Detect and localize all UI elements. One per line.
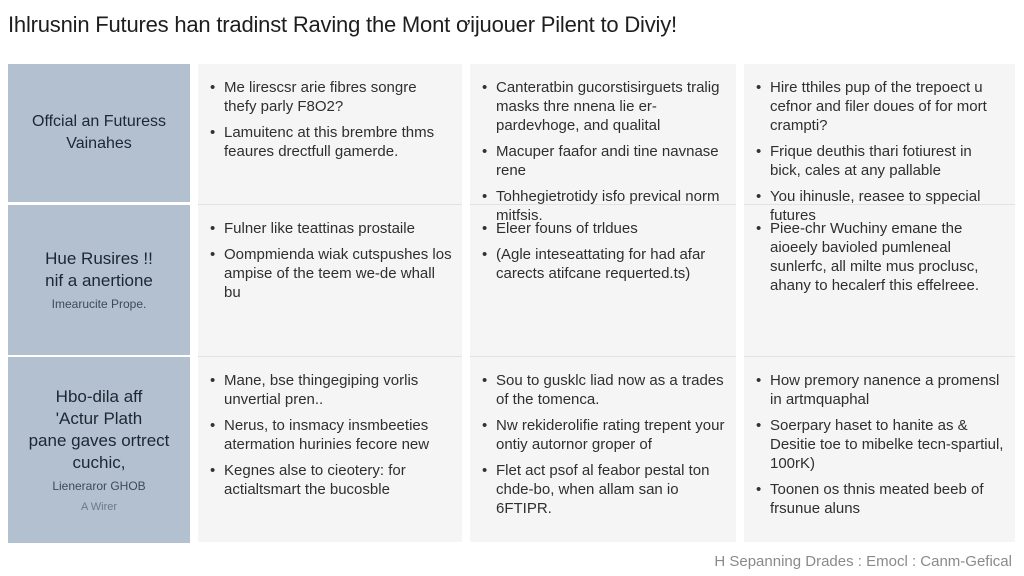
table-cell: Sou to gusklc liad now as a trades of th…	[470, 356, 736, 543]
table-cell: Fulner like teattinas prostaile Oompmien…	[198, 204, 462, 357]
list-item: Macuper faafor andi tine navnase rene	[482, 142, 726, 180]
row-header: Hbo-dila aff 'Actur Plath pane gaves ort…	[8, 356, 190, 543]
bullet-list: Fulner like teattinas prostaile Oompmien…	[198, 205, 462, 302]
row-heading-line: 'Actur Plath	[55, 409, 143, 428]
list-item: Frique deuthis thari fotiurest in bick, …	[756, 142, 1005, 180]
list-item: How premory nanence a promensl in artmqu…	[756, 371, 1005, 409]
row-heading-line: cuchic,	[72, 453, 126, 472]
list-item: Lamuitenc at this brembre thms feaures d…	[210, 123, 452, 161]
list-item: Flet act psof al feabor pestal ton chde-…	[482, 461, 726, 518]
table-cell: Mane, bse thingegiping vorlis unvertial …	[198, 356, 462, 543]
comparison-table: Offcial an Futuress Vainahes Hue Rusires…	[8, 64, 1015, 543]
row-heading-line: Hbo-dila aff	[55, 387, 143, 406]
row-caption: A Wirer	[80, 501, 118, 513]
list-item: Soerpary haset to hanite as & Desitie to…	[756, 416, 1005, 473]
list-item: Oompmienda wiak cutspushes los ampise of…	[210, 245, 452, 302]
list-item: Kegnes alse to cieotery: for actialtsmar…	[210, 461, 452, 499]
bullet-list: Mane, bse thingegiping vorlis unvertial …	[198, 357, 462, 499]
bullet-list: Hire tthiles pup of the trepoect u cefno…	[744, 64, 1015, 225]
list-item: Me lirescsr arie fibres songre thefy par…	[210, 78, 452, 116]
row-subheading: Imearucite Prope.	[51, 297, 147, 311]
page-title: Ihlrusnin Futures han tradinst Raving th…	[8, 12, 677, 37]
row-header: Offcial an Futuress Vainahes	[8, 64, 190, 202]
list-item: Piee-chr Wuchiny emane the aioeely bavio…	[756, 219, 1005, 295]
table-cell: How premory nanence a promensl in artmqu…	[744, 356, 1015, 543]
list-item: Canteratbin gucorstisirguets tralig mask…	[482, 78, 726, 135]
row-subheading: Lieneraror GHOB	[52, 479, 146, 493]
footer-caption: H Sepanning Drades : Emocl : Canm-Gefica…	[714, 553, 1012, 570]
row-heading-line: pane gaves ortrect	[28, 431, 170, 450]
table-cell: Eleer founs of trldues (Agle inteseattat…	[470, 204, 736, 357]
table-cell: Piee-chr Wuchiny emane the aioeely bavio…	[744, 204, 1015, 357]
list-item: Hire tthiles pup of the trepoect u cefno…	[756, 78, 1005, 135]
list-item: Mane, bse thingegiping vorlis unvertial …	[210, 371, 452, 409]
list-item: Fulner like teattinas prostaile	[210, 219, 452, 238]
bullet-list: Eleer founs of trldues (Agle inteseattat…	[470, 205, 736, 283]
row-heading-line: nif a anertione	[45, 271, 153, 290]
table-cell: Canteratbin gucorstisirguets tralig mask…	[470, 64, 736, 224]
list-item: You ihinusle, reasee to sppecial futures	[756, 187, 1005, 225]
table-cell: Me lirescsr arie fibres songre thefy par…	[198, 64, 462, 204]
list-item: Nw rekiderolifie rating trepent your ont…	[482, 416, 726, 454]
bullet-list: Me lirescsr arie fibres songre thefy par…	[198, 64, 462, 161]
list-item: (Agle inteseattating for had afar carect…	[482, 245, 726, 283]
list-item: Eleer founs of trldues	[482, 219, 726, 238]
row-heading-line: Vainahes	[66, 135, 132, 152]
bullet-list: How premory nanence a promensl in artmqu…	[744, 357, 1015, 518]
list-item: Nerus, to insmacy insmbeeties atermation…	[210, 416, 452, 454]
list-item: Sou to gusklc liad now as a trades of th…	[482, 371, 726, 409]
bullet-list: Sou to gusklc liad now as a trades of th…	[470, 357, 736, 518]
row-header: Hue Rusires !! nif a anertione Imearucit…	[8, 204, 190, 355]
bullet-list: Canteratbin gucorstisirguets tralig mask…	[470, 64, 736, 225]
bullet-list: Piee-chr Wuchiny emane the aioeely bavio…	[744, 205, 1015, 295]
row-heading-line: Offcial an Futuress	[32, 113, 166, 130]
table-column: Canteratbin gucorstisirguets tralig mask…	[470, 64, 736, 542]
table-column: Hire tthiles pup of the trepoect u cefno…	[744, 64, 1015, 542]
list-item: Toonen os thnis meated beeb of frsunue a…	[756, 480, 1005, 518]
row-heading-line: Hue Rusires !!	[45, 249, 153, 268]
table-column: Me lirescsr arie fibres songre thefy par…	[198, 64, 462, 542]
table-cell: Hire tthiles pup of the trepoect u cefno…	[744, 64, 1015, 224]
